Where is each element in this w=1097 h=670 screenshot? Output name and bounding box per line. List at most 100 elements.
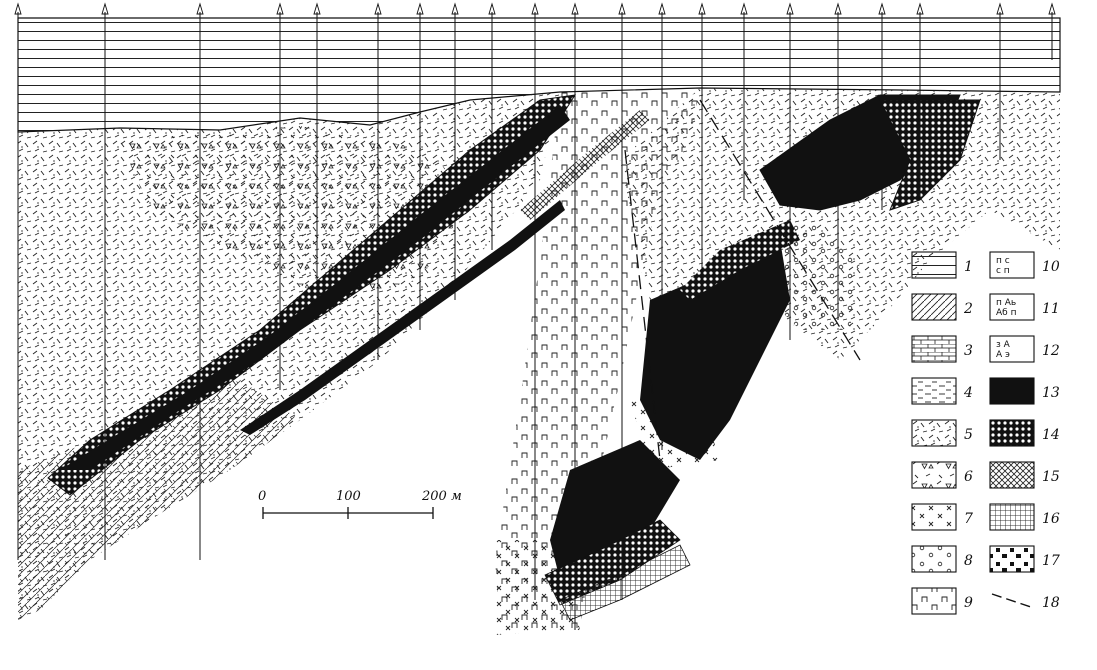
borehole: [451, 2, 459, 300]
legend-number: 2: [963, 301, 973, 317]
ore-body-diag-crosshatch: [520, 110, 650, 220]
legend-swatch: [989, 293, 1035, 321]
legend-symbols: з А: [996, 340, 1011, 350]
legend-number: 5: [964, 427, 973, 443]
borehole: [416, 2, 424, 330]
legend-item: 13: [989, 377, 1060, 405]
legend-number: 18: [1042, 595, 1060, 611]
section-body: [17, 17, 1061, 635]
legend-number: 13: [1042, 385, 1060, 401]
legend-item: 5: [911, 419, 973, 447]
ore-body-left-black: [60, 105, 570, 470]
borehole: [101, 2, 109, 560]
faults: [624, 99, 861, 461]
legend-item: 2: [911, 293, 973, 321]
legend-swatch: [989, 419, 1035, 447]
legend-symbols: Аб п: [996, 308, 1017, 318]
legend-number: 16: [1042, 511, 1060, 527]
legend-symbols: п с: [996, 256, 1010, 266]
ore-body-lower-grid: [559, 544, 691, 621]
hatch-zone-lower-left: [18, 380, 300, 620]
legend-number: 6: [964, 469, 973, 485]
legend-item: 6: [911, 461, 973, 489]
borehole: [531, 2, 539, 600]
ore-body-center-checker: [680, 220, 800, 300]
legend-item: 18: [991, 593, 1060, 611]
legend-number: 17: [1042, 553, 1060, 569]
legend-swatch: [911, 377, 957, 405]
legend-item: 8: [911, 545, 973, 573]
borehole: [786, 2, 794, 340]
legend-item: 3: [911, 335, 973, 363]
legend-symbols: с п: [996, 266, 1010, 276]
legend-item: 4: [911, 377, 973, 405]
legend-swatch: [911, 419, 957, 447]
legend-item: 15: [989, 461, 1060, 489]
ore-body-left-thin: [240, 200, 565, 435]
legend-number: 9: [964, 595, 973, 611]
scale-tick-label: 100: [336, 489, 361, 504]
scale-bar: 0 100 200 м: [258, 489, 462, 519]
fault-line: [699, 99, 861, 361]
legend-number: 14: [1042, 427, 1060, 443]
legend-number: 15: [1042, 469, 1060, 485]
ore-body-center-black: [640, 240, 790, 460]
legend-item: 1: [911, 251, 973, 279]
borehole: [698, 2, 706, 370]
legend-symbols: А э: [996, 350, 1010, 360]
borehole: [618, 2, 626, 600]
borehole: [1048, 2, 1056, 60]
fault-line: [624, 149, 661, 461]
legend-swatch: [989, 335, 1035, 363]
legend-swatch: [911, 503, 957, 531]
legend-swatch: [989, 251, 1035, 279]
legend-swatch: [991, 593, 1035, 609]
legend-item: 17: [989, 545, 1060, 573]
borehole: [834, 2, 842, 320]
legend-number: 8: [964, 553, 973, 569]
borehole: [996, 2, 1004, 160]
borehole: [571, 2, 579, 630]
legend-swatch: [911, 335, 957, 363]
legend-symbols: п Аь: [996, 298, 1016, 308]
legend-swatch: [989, 461, 1035, 489]
borehole: [740, 2, 748, 200]
legend-number: 11: [1042, 301, 1060, 317]
legend-item: п сс п 10: [989, 251, 1060, 279]
legend-item: 7: [911, 503, 973, 531]
ore-body-lower-black: [550, 440, 680, 580]
legend-item: 16: [989, 503, 1060, 531]
legend-swatch: [989, 377, 1035, 405]
legend-swatch: [911, 587, 957, 615]
borehole: [916, 2, 924, 200]
legend-number: 7: [964, 511, 973, 527]
legend-item: з АА э 12: [989, 335, 1060, 363]
legend-swatch: [911, 545, 957, 573]
borehole: [276, 2, 284, 390]
borehole: [488, 2, 496, 250]
ore-body-lower-checker: [544, 519, 681, 606]
legend-number: 1: [964, 259, 973, 275]
boreholes: [14, 2, 1056, 630]
borehole: [878, 2, 886, 210]
borehole: [658, 2, 666, 450]
legend-item: 14: [989, 419, 1060, 447]
borehole: [374, 2, 382, 360]
legend-swatch: [911, 461, 957, 489]
borehole: [313, 2, 321, 300]
legend-number: 12: [1042, 343, 1060, 359]
legend-number: 10: [1042, 259, 1060, 275]
borehole: [196, 2, 204, 560]
scale-tick-label: 200 м: [421, 489, 462, 504]
legend-item: 9: [911, 587, 973, 615]
legend-number: 3: [964, 343, 973, 359]
legend-swatch: [911, 251, 957, 279]
legend-number: 4: [963, 385, 973, 401]
borehole: [14, 2, 22, 560]
legend-swatch: [911, 293, 957, 321]
legend-swatch: [989, 545, 1035, 573]
